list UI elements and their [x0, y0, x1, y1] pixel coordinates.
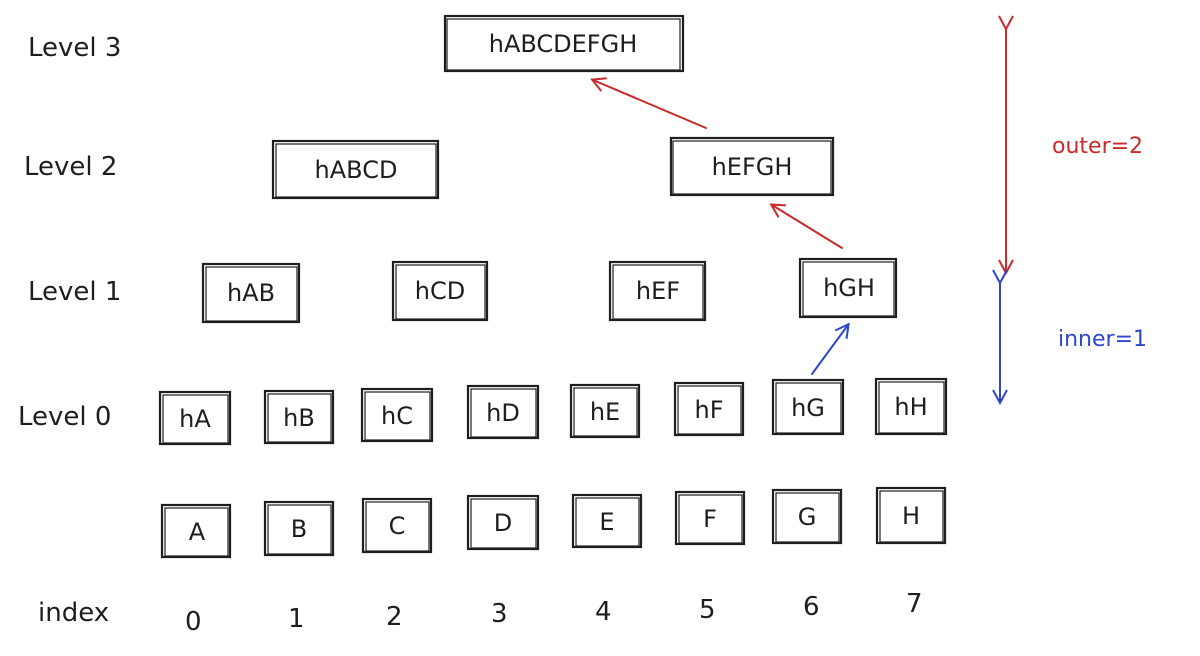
- index-value: 2: [386, 602, 403, 632]
- leaf-label: B: [291, 515, 307, 543]
- index-value: 1: [288, 604, 305, 634]
- node-label: hABCD: [315, 156, 398, 184]
- node-label: hCD: [415, 277, 465, 305]
- level-0-node: hG: [771, 378, 845, 436]
- node-label: hAB: [227, 279, 275, 307]
- node-label: hE: [590, 398, 620, 426]
- level-0-node: hA: [158, 390, 232, 446]
- index-value: 0: [185, 607, 202, 637]
- node-label: hA: [179, 405, 211, 433]
- node-label: hEFGH: [712, 153, 793, 181]
- leaf-node: A: [160, 503, 232, 559]
- level-2-node-abcd: hABCD: [271, 139, 440, 200]
- inner-annotation: inner=1: [1058, 327, 1147, 352]
- leaf-node: D: [466, 494, 540, 551]
- node-label: hD: [486, 399, 520, 427]
- level-3-label: Level 3: [28, 33, 121, 63]
- node-label: hH: [894, 393, 927, 421]
- leaf-label: H: [902, 502, 920, 530]
- node-label: hABCDEFGH: [489, 30, 638, 58]
- level-0-node: hF: [673, 381, 745, 437]
- level-0-label: Level 0: [18, 402, 111, 432]
- leaf-node: G: [771, 488, 843, 545]
- node-label: hG: [791, 394, 825, 422]
- node-label: hF: [694, 396, 723, 424]
- level-1-node-ef: hEF: [608, 260, 707, 322]
- leaf-label: E: [599, 508, 614, 536]
- index-value: 3: [491, 599, 508, 629]
- leaf-node: C: [361, 497, 433, 554]
- level-0-node: hB: [263, 389, 335, 445]
- leaf-node: H: [875, 486, 947, 545]
- level-3-node: hABCDEFGH: [443, 14, 685, 73]
- index-value: 5: [699, 595, 716, 625]
- leaf-node: F: [674, 490, 746, 546]
- level-0-node: hH: [874, 377, 948, 436]
- node-label: hB: [283, 404, 315, 432]
- index-value: 4: [595, 597, 612, 627]
- level-0-node: hD: [466, 384, 540, 440]
- level-1-node-gh: hGH: [798, 257, 898, 319]
- leaf-label: G: [798, 503, 817, 531]
- outer-path-arrow: [772, 205, 843, 249]
- node-label: hC: [381, 402, 413, 430]
- leaf-label: C: [389, 512, 406, 540]
- level-1-node-ab: hAB: [201, 262, 301, 324]
- level-0-node: hE: [569, 383, 641, 439]
- level-1-label: Level 1: [28, 277, 121, 307]
- outer-annotation: outer=2: [1052, 134, 1143, 159]
- index-value: 7: [906, 589, 923, 619]
- index-value: 6: [803, 592, 820, 622]
- leaf-node: B: [263, 500, 335, 557]
- index-label: index: [38, 598, 109, 628]
- node-label: hEF: [636, 277, 680, 305]
- node-label: hGH: [823, 274, 875, 302]
- outer-path-arrow: [593, 80, 707, 129]
- leaf-label: F: [703, 505, 717, 533]
- level-2-label: Level 2: [24, 152, 117, 182]
- level-0-node: hC: [360, 387, 434, 443]
- leaf-label: D: [494, 509, 512, 537]
- level-2-node-efgh: hEFGH: [669, 136, 835, 197]
- inner-path-arrow: [811, 325, 848, 375]
- leaf-label: A: [189, 518, 206, 546]
- leaf-node: E: [571, 493, 643, 549]
- level-1-node-cd: hCD: [391, 260, 489, 322]
